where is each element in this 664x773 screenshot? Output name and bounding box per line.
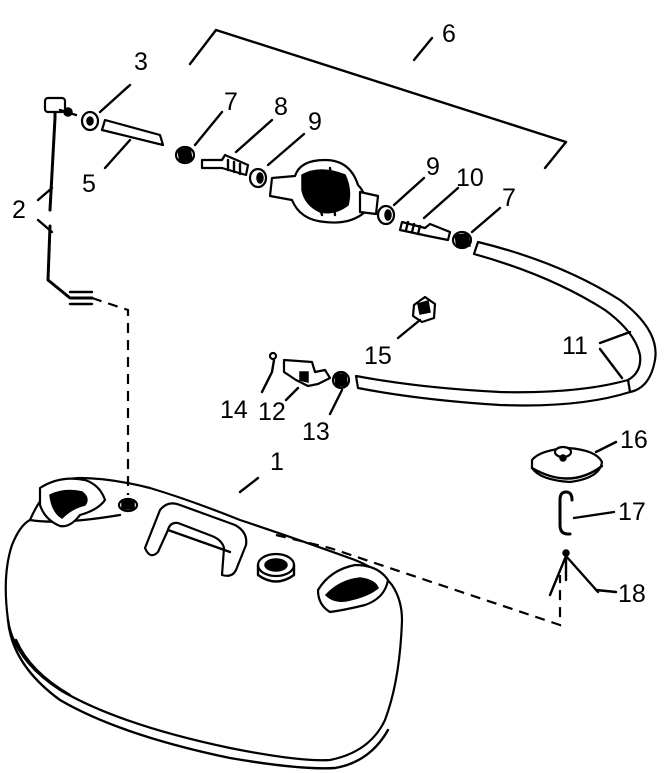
fuel-tank <box>4 476 404 770</box>
callout-14: 14 <box>220 396 248 424</box>
callout-2: 2 <box>12 196 26 224</box>
filler-cap-16 <box>530 445 604 484</box>
callout-10: 10 <box>456 164 484 192</box>
connector-12 <box>282 358 332 388</box>
fitting-8 <box>200 153 250 177</box>
callout-13: 13 <box>302 418 330 446</box>
callout-1: 1 <box>270 448 284 476</box>
callout-12: 12 <box>258 398 286 426</box>
callout-16: 16 <box>620 426 648 454</box>
primer-bulb <box>268 158 380 224</box>
callout-3: 3 <box>134 48 148 76</box>
clip-18 <box>548 549 600 597</box>
callout-5: 5 <box>82 170 96 198</box>
o-ring-9a <box>248 167 268 189</box>
callout-18: 18 <box>618 580 646 608</box>
fuel-hose-11-lower <box>354 374 632 407</box>
cap-15 <box>411 295 437 324</box>
callout-17: 17 <box>618 498 646 526</box>
callout-9b: 9 <box>426 153 440 181</box>
tube-5 <box>100 118 165 147</box>
callout-6: 6 <box>442 20 456 48</box>
callout-7b: 7 <box>502 184 516 212</box>
callout-11: 11 <box>562 332 588 360</box>
alignment-line-filler <box>275 533 562 627</box>
clamp-7a <box>174 145 196 165</box>
callout-15: 15 <box>364 342 392 370</box>
alignment-line-pickup <box>91 296 130 495</box>
fitting-10 <box>398 220 452 242</box>
leader-lines <box>36 28 632 594</box>
hook-17 <box>558 490 574 536</box>
clamp-13 <box>331 370 351 390</box>
callout-8: 8 <box>274 93 288 121</box>
o-ring-14 <box>268 351 278 361</box>
callout-9a: 9 <box>308 108 322 136</box>
o-ring-9b <box>376 204 396 226</box>
callout-7a: 7 <box>224 88 238 116</box>
pickup-tube <box>43 96 94 306</box>
fuel-hose-11 <box>472 240 657 394</box>
washer-3 <box>80 110 100 132</box>
clamp-7b <box>451 230 473 250</box>
